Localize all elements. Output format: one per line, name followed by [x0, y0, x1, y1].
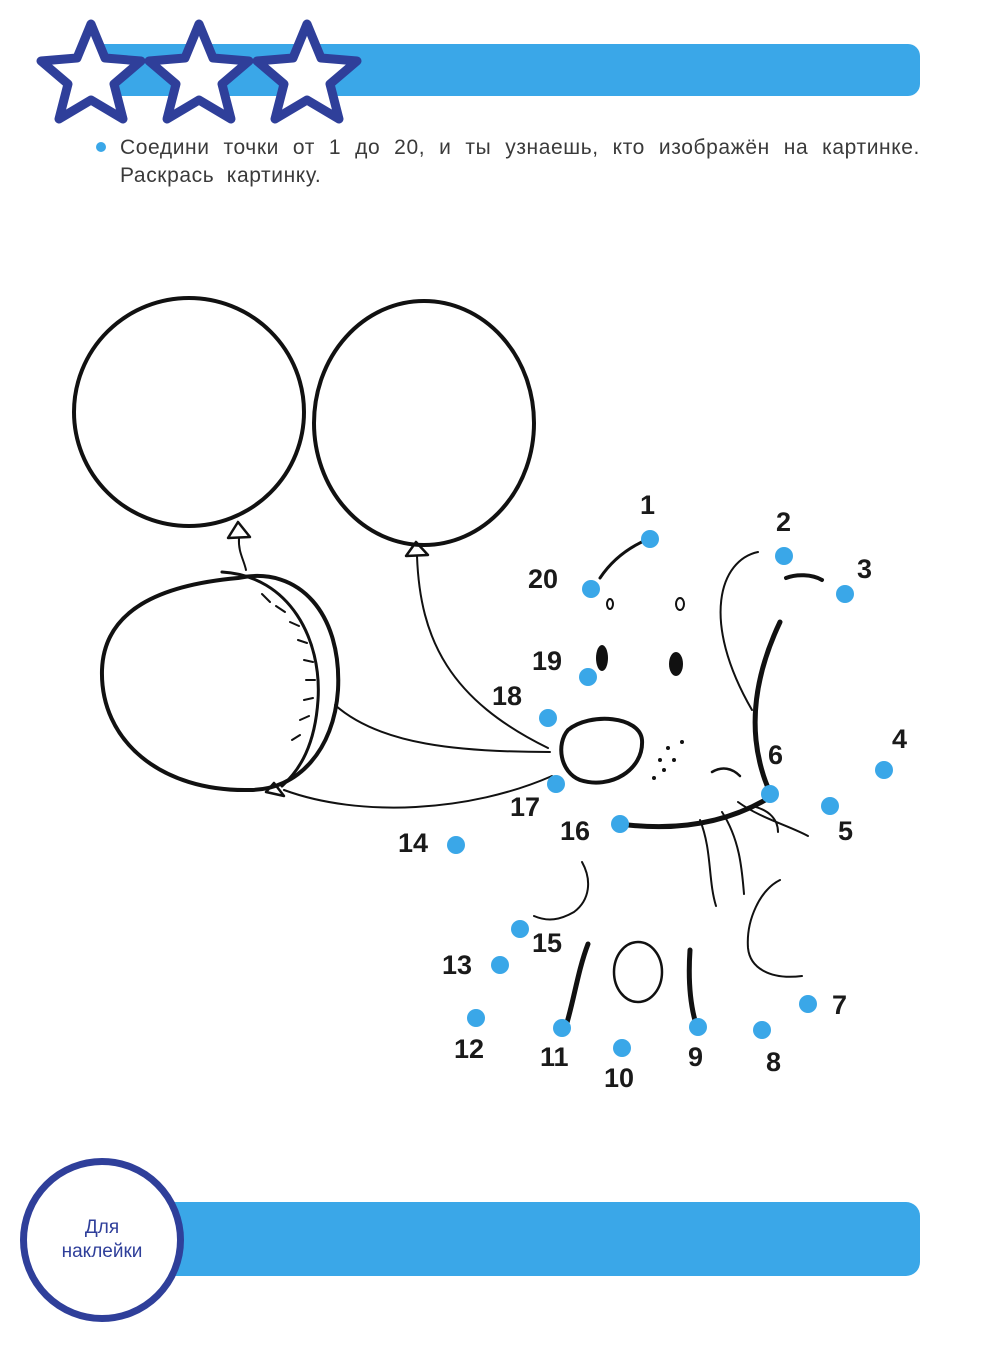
dot-label: 12 [454, 1034, 484, 1064]
dog-nose [559, 716, 645, 785]
dog-eyebrow-left [606, 598, 614, 610]
dog-body-right [746, 879, 803, 978]
balloon-bottom-string-2 [334, 704, 551, 753]
balloon-bottom-string-1 [283, 775, 553, 809]
dot-15 [511, 920, 529, 938]
balloon-bottom-inner [220, 570, 320, 788]
footer-bar [150, 1202, 920, 1276]
dot-label: 4 [892, 724, 907, 754]
dot-17 [547, 775, 565, 793]
dot-label: 17 [510, 792, 540, 822]
dot-label: 1 [640, 490, 655, 520]
balloon-left-knot [226, 520, 252, 540]
dot-20 [582, 580, 600, 598]
dot-3 [836, 585, 854, 603]
dot-label: 10 [604, 1063, 634, 1093]
dot-label: 11 [540, 1042, 569, 1072]
dot-12 [467, 1009, 485, 1027]
dog-ear-top [784, 573, 824, 582]
dot-label: 19 [532, 646, 562, 676]
dot-label: 15 [532, 928, 562, 958]
dog-leg-left [563, 941, 591, 1029]
dog-belly [612, 940, 664, 1004]
sticker-label: Для наклейки [61, 1217, 143, 1262]
dot-label: 7 [832, 990, 847, 1020]
balloon-left [72, 296, 306, 528]
dot-label: 9 [688, 1042, 703, 1072]
dog-eye-left [596, 645, 608, 671]
star-icon [144, 19, 254, 124]
dot-label: 20 [528, 564, 558, 594]
numbered-dots [447, 530, 893, 1057]
dog-cheek [752, 619, 783, 795]
balloon-left-string [237, 537, 247, 571]
dot-label: 5 [838, 816, 853, 846]
dog-arm [533, 861, 590, 921]
dog-eye-right [669, 652, 683, 676]
dot-1 [641, 530, 659, 548]
dot-7 [799, 995, 817, 1013]
sticker-placeholder: Для наклейки [20, 1158, 184, 1322]
dot-6 [761, 785, 779, 803]
bullet-icon [96, 142, 106, 152]
dot-8 [753, 1021, 771, 1039]
dot-label: 6 [768, 740, 783, 770]
balloon-right [312, 299, 536, 547]
dot-18 [539, 709, 557, 727]
dot-label: 8 [766, 1047, 781, 1077]
dot-19 [579, 668, 597, 686]
balloon-bottom [99, 574, 341, 793]
dog-eyebrow-right [675, 597, 685, 611]
dot-13 [491, 956, 509, 974]
dot-label: 16 [560, 816, 590, 846]
balloon-right-string [416, 555, 549, 749]
dot-label: 2 [776, 507, 791, 537]
dot-11 [553, 1019, 571, 1037]
dot-labels: 1 2 3 4 5 6 7 8 9 10 11 12 13 14 15 16 1… [398, 490, 907, 1093]
dot-label: 13 [442, 950, 472, 980]
dog-mouth [710, 767, 742, 778]
dog-ear [719, 551, 759, 711]
balloon-bottom-knot [264, 781, 286, 798]
dot-16 [611, 815, 629, 833]
dot-label: 18 [492, 681, 522, 711]
dot-14 [447, 836, 465, 854]
dot-5 [821, 797, 839, 815]
dot-10 [613, 1039, 631, 1057]
dot-9 [689, 1018, 707, 1036]
dog-head-top [598, 538, 648, 580]
dot-4 [875, 761, 893, 779]
star-icon [36, 19, 146, 124]
instruction-text: Соедини точки от 1 до 20, и ты узнаешь, … [120, 136, 920, 187]
rating-stars [36, 19, 362, 124]
dot-label: 3 [857, 554, 872, 584]
star-icon [252, 19, 362, 124]
dot-label: 14 [398, 828, 428, 858]
dot-2 [775, 547, 793, 565]
dog-collar [617, 793, 775, 830]
dog-leg-right [686, 947, 699, 1027]
